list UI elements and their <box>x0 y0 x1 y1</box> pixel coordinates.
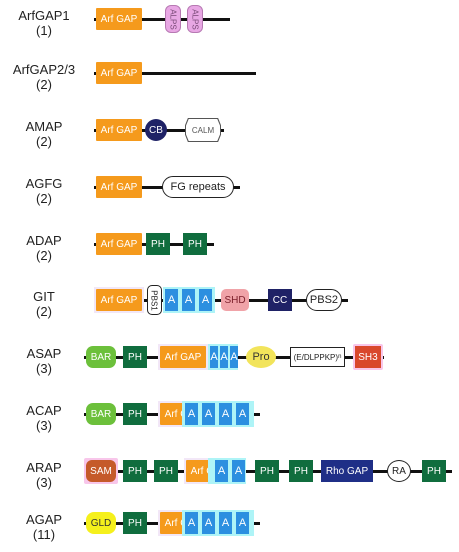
domain-ankyrin: A <box>202 512 215 534</box>
domain-pro: Pro <box>246 346 276 368</box>
domain-arfgap: Arf GAP <box>96 62 142 84</box>
protein-row-arap: ARAP (3) SAM PH PH Arf GAP A A PH PH Rho… <box>0 456 459 500</box>
domain-ankyrin: A <box>165 289 178 311</box>
domain-gld: GLD <box>86 512 116 534</box>
domain-ankyrin: A <box>236 403 249 425</box>
protein-count: (3) <box>36 475 52 490</box>
protein-name: AMAP <box>25 119 63 134</box>
domain-calm: CALM <box>186 119 220 141</box>
domain-ankyrin: A <box>185 512 198 534</box>
domain-ph-3: PH <box>255 460 279 482</box>
domain-alps-2: ALPS <box>187 5 203 33</box>
protein-count: (3) <box>36 418 52 433</box>
domain-ankyrin: A <box>236 512 249 534</box>
domain-fg-repeats: FG repeats <box>162 176 234 198</box>
protein-count: (2) <box>36 191 52 206</box>
domain-ankyrin: A <box>220 346 228 368</box>
protein-row-asap: ASAP (3) BAR PH Arf GAP A A A Pro (E/DLP… <box>0 342 459 386</box>
domain-ankyrin: A <box>215 460 228 482</box>
repeat-subscript: n <box>338 354 342 360</box>
protein-label: ASAP (3) <box>0 346 88 376</box>
domain-ankyrin: A <box>232 460 245 482</box>
domain-bar: BAR <box>86 346 116 368</box>
domain-cb: CB <box>145 119 167 141</box>
protein-label: ACAP (3) <box>0 403 88 433</box>
protein-row-agfg: AGFG (2) Arf GAP FG repeats <box>0 172 459 216</box>
protein-label: AMAP (2) <box>0 119 88 149</box>
protein-label: ADAP (2) <box>0 233 88 263</box>
protein-row-arfgap1: ArfGAP1 (1) Arf GAP ALPS ALPS <box>0 4 459 48</box>
protein-label: AGAP (11) <box>0 512 88 542</box>
domain-arfgap: Arf GAP <box>96 119 142 141</box>
domain-ph-4: PH <box>289 460 313 482</box>
domain-arfgap: Arf GAP <box>160 346 206 368</box>
domain-ankyrin: A <box>219 403 232 425</box>
domain-rhogap: Rho GAP <box>321 460 373 482</box>
protein-name: ACAP <box>26 403 62 418</box>
domain-ankyrin: A <box>219 512 232 534</box>
domain-ankyrin: A <box>230 346 238 368</box>
domain-arfgap: Arf GAP <box>96 233 142 255</box>
protein-row-git: GIT (2) Arf GAP PBS1 A A A SHD CC PBS2 <box>0 285 459 329</box>
protein-count: (2) <box>36 77 52 92</box>
domain-ra: RA <box>387 460 411 482</box>
domain-bar: BAR <box>86 403 116 425</box>
protein-label: ARAP (3) <box>0 460 88 490</box>
protein-count: (3) <box>36 361 52 376</box>
domain-alps-1: ALPS <box>165 5 181 33</box>
domain-pbs1: PBS1 <box>147 285 162 315</box>
domain-ph-1: PH <box>146 233 170 255</box>
domain-ph: PH <box>123 403 147 425</box>
domain-ph-2: PH <box>154 460 178 482</box>
domain-pbs2: PBS2 <box>306 289 342 311</box>
domain-ph: PH <box>123 512 147 534</box>
protein-row-arfgap2-3: ArfGAP2/3 (2) Arf GAP <box>0 58 459 102</box>
protein-count: (11) <box>32 527 56 542</box>
protein-label: GIT (2) <box>0 289 88 319</box>
protein-count: (1) <box>36 23 52 38</box>
protein-row-agap: AGAP (11) GLD PH Arf GAP A A A A <box>0 508 459 552</box>
domain-cc: CC <box>268 289 292 311</box>
domain-ph-1: PH <box>123 460 147 482</box>
domain-arfgap: Arf GAP <box>96 176 142 198</box>
domain-ankyrin: A <box>210 346 218 368</box>
domain-ph: PH <box>123 346 147 368</box>
backbone-line <box>94 18 230 21</box>
domain-ph-5: PH <box>422 460 446 482</box>
protein-count: (2) <box>36 248 52 263</box>
backbone-line <box>94 72 256 75</box>
protein-count: (2) <box>36 304 52 319</box>
protein-name: ArfGAP1 <box>18 8 70 23</box>
domain-ankyrin: A <box>185 403 198 425</box>
domain-ankyrin: A <box>182 289 195 311</box>
domain-ankyrin: A <box>202 403 215 425</box>
domain-sam: SAM <box>86 460 116 482</box>
protein-name: AGFG <box>25 176 63 191</box>
protein-row-amap: AMAP (2) Arf GAP CB CALM <box>0 115 459 159</box>
protein-name: ArfGAP2/3 <box>12 62 76 77</box>
domain-repeat: (E/DLPPKP)n <box>290 347 345 367</box>
protein-label: ArfGAP1 (1) <box>0 8 88 38</box>
protein-row-acap: ACAP (3) BAR PH Arf GAP A A A A <box>0 399 459 443</box>
domain-arfgap: Arf GAP <box>96 8 142 30</box>
protein-count: (2) <box>36 134 52 149</box>
protein-name: ADAP <box>26 233 62 248</box>
protein-label: AGFG (2) <box>0 176 88 206</box>
domain-sh3: SH3 <box>355 346 381 368</box>
protein-name: ASAP <box>26 346 62 361</box>
protein-row-adap: ADAP (2) Arf GAP PH PH <box>0 229 459 273</box>
protein-label: ArfGAP2/3 (2) <box>0 62 88 92</box>
domain-ph-2: PH <box>183 233 207 255</box>
protein-name: AGAP <box>25 512 63 527</box>
protein-name: ARAP <box>26 460 62 475</box>
domain-ankyrin: A <box>199 289 212 311</box>
protein-name: GIT <box>33 289 55 304</box>
domain-shd: SHD <box>221 289 249 311</box>
domain-arfgap: Arf GAP <box>96 289 142 311</box>
